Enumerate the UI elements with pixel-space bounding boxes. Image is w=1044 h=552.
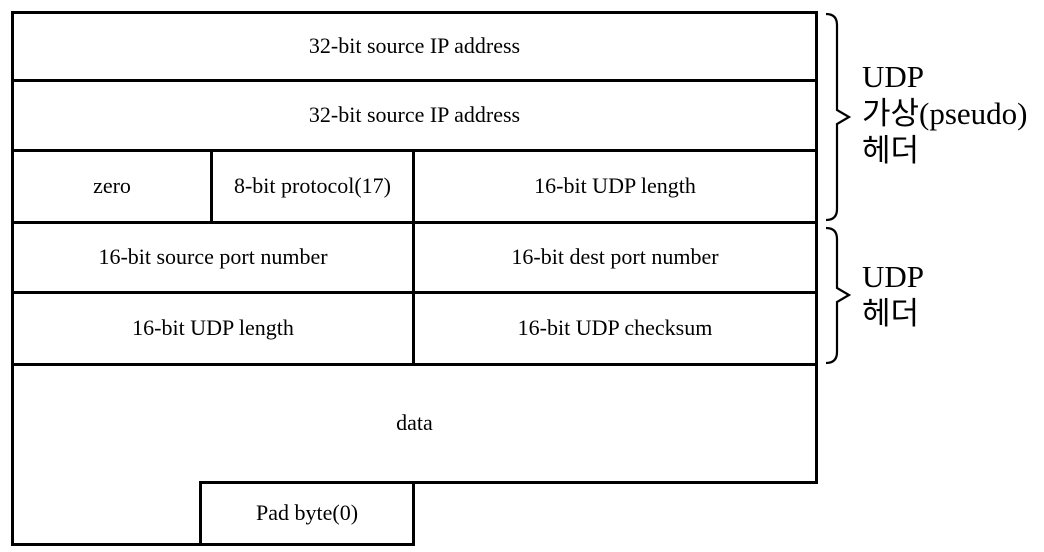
field-data: data [396, 410, 433, 436]
field-udp-length-pseudo: 16-bit UDP length [534, 173, 696, 199]
field-source-ip-2: 32-bit source IP address [308, 102, 521, 128]
udp-header-label-line1: UDP [862, 259, 925, 294]
field-zero: zero [93, 173, 131, 199]
line-left-border [11, 11, 14, 546]
udp-header-label: UDP 헤더 [862, 258, 924, 332]
line-row1-row2 [11, 79, 818, 82]
line-zero-protocol-divider [210, 149, 213, 224]
line-data-bottom-right [412, 481, 818, 484]
pseudo-header-label-line2: 가상(pseudo) [862, 96, 1028, 131]
field-protocol: 8-bit protocol(17) [233, 173, 392, 199]
udp-header-brace-icon [825, 226, 852, 365]
line-bottom-left [11, 543, 415, 546]
line-pad-left [199, 481, 202, 546]
field-udp-checksum: 16-bit UDP checksum [517, 315, 713, 341]
line-right-border [815, 11, 818, 484]
pseudo-header-brace-icon [825, 12, 852, 222]
pseudo-header-label-line3: 헤더 [862, 133, 920, 168]
field-dest-port: 16-bit dest port number [511, 244, 719, 270]
field-source-ip-1: 32-bit source IP address [308, 33, 521, 59]
line-pad-top [199, 481, 415, 484]
line-pad-right [412, 481, 415, 546]
pseudo-header-label-line1: UDP [862, 59, 925, 94]
pseudo-header-label: UDP 가상(pseudo) 헤더 [862, 58, 1028, 169]
field-pad-byte: Pad byte(0) [255, 500, 359, 526]
field-udp-length: 16-bit UDP length [132, 315, 294, 341]
udp-header-label-line2: 헤더 [862, 296, 920, 331]
line-top [11, 11, 818, 14]
field-source-port: 16-bit source port number [98, 244, 328, 270]
line-middle-divider [412, 149, 415, 366]
